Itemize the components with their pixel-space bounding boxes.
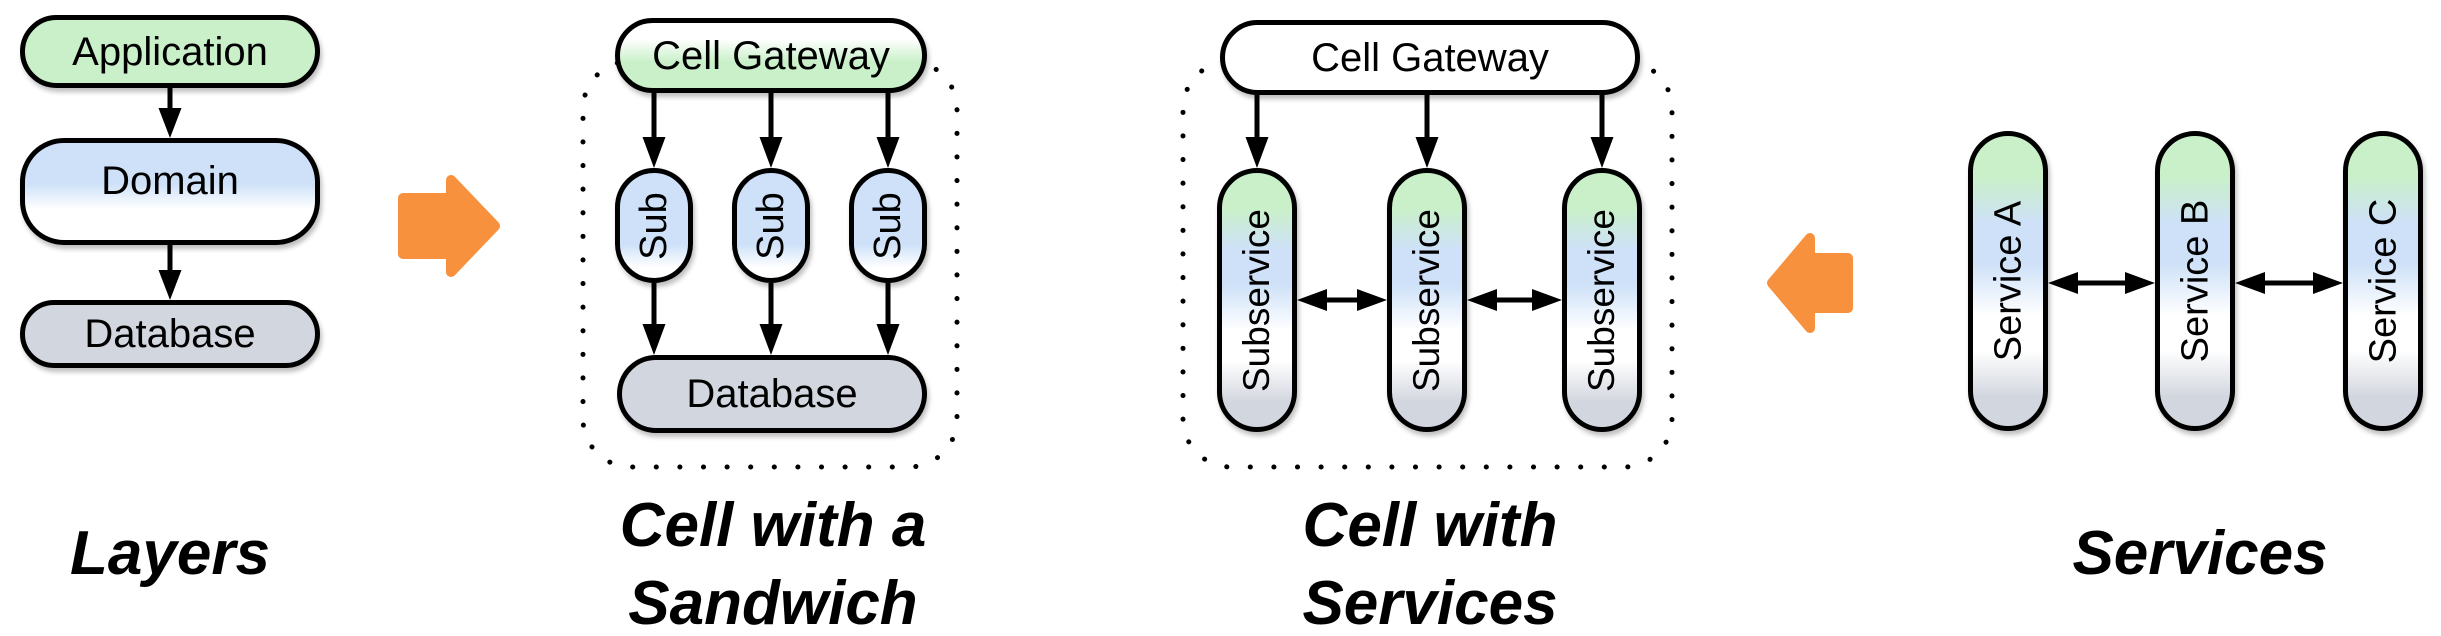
double-arrow-service-a-b [2048, 272, 2155, 294]
node-database-sandwich-label: Database [686, 372, 858, 416]
cell-sandwich-caption: Cell with a Sandwich [573, 487, 973, 636]
node-sub-2-label: Sub [750, 191, 792, 260]
cell-services-caption-line1: Cell with [1302, 491, 1558, 560]
cell-sandwich-caption-line1: Cell with a [619, 491, 927, 560]
arrow-gateway-to-subservice-1 [1245, 95, 1269, 168]
block-arrow-left-icon [1767, 233, 1853, 333]
node-sub-3: Sub [849, 168, 927, 283]
block-arrow-right-icon [398, 175, 500, 277]
node-database-layers-label: Database [84, 312, 256, 356]
node-service-c: Service C [2343, 131, 2423, 431]
node-cell-gateway-services: Cell Gateway [1220, 20, 1640, 95]
arrow-domain-to-database [158, 245, 182, 300]
double-arrow-service-b-c [2235, 272, 2343, 294]
arrow-gateway-to-subservice-3 [1590, 95, 1614, 168]
layers-caption: Layers [70, 519, 270, 588]
node-subservice-2-label: Subservice [1406, 208, 1448, 392]
cell-sandwich-caption-line2: Sandwich [628, 569, 918, 636]
node-subservice-1-label: Subservice [1236, 208, 1278, 392]
arrow-application-to-domain [158, 88, 182, 138]
node-service-b: Service B [2155, 131, 2235, 431]
arrow-gateway-to-sub-1 [642, 93, 666, 168]
node-sub-1: Sub [615, 168, 693, 283]
node-database-sandwich: Database [617, 355, 927, 433]
cell-services-caption-line2: Services [1302, 569, 1558, 636]
arrow-sub-1-to-database [642, 283, 666, 355]
arrow-sub-3-to-database [876, 283, 900, 355]
node-subservice-2: Subservice [1387, 168, 1467, 432]
node-database-layers: Database [20, 300, 320, 368]
cell-gateway-services-label: Cell Gateway [1311, 35, 1549, 80]
cell-services-caption: Cell with Services [1230, 487, 1630, 636]
node-subservice-3: Subservice [1562, 168, 1642, 432]
node-sub-3-label: Sub [867, 191, 909, 260]
node-sub-1-label: Sub [633, 191, 675, 260]
node-service-c-label: Service C [2362, 198, 2404, 364]
node-application-label: Application [72, 29, 268, 74]
double-arrow-subservice-1-2 [1297, 289, 1387, 311]
node-subservice-1: Subservice [1217, 168, 1297, 432]
node-service-a: Service A [1968, 131, 2048, 431]
services-caption: Services [2072, 519, 2328, 588]
arrow-gateway-to-subservice-2 [1415, 95, 1439, 168]
node-cell-gateway-sandwich: Cell Gateway [615, 18, 927, 93]
node-sub-2: Sub [732, 168, 810, 283]
node-application: Application [20, 15, 320, 88]
node-service-a-label: Service A [1987, 200, 2029, 362]
cell-gateway-sandwich-label: Cell Gateway [652, 33, 890, 78]
node-service-b-label: Service B [2174, 199, 2216, 363]
double-arrow-subservice-2-3 [1467, 289, 1562, 311]
node-domain: Domain [20, 138, 320, 245]
arrow-gateway-to-sub-3 [876, 93, 900, 168]
arrow-gateway-to-sub-2 [759, 93, 783, 168]
node-subservice-3-label: Subservice [1581, 208, 1623, 392]
node-domain-label: Domain [101, 159, 239, 203]
arrow-sub-2-to-database [759, 283, 783, 355]
